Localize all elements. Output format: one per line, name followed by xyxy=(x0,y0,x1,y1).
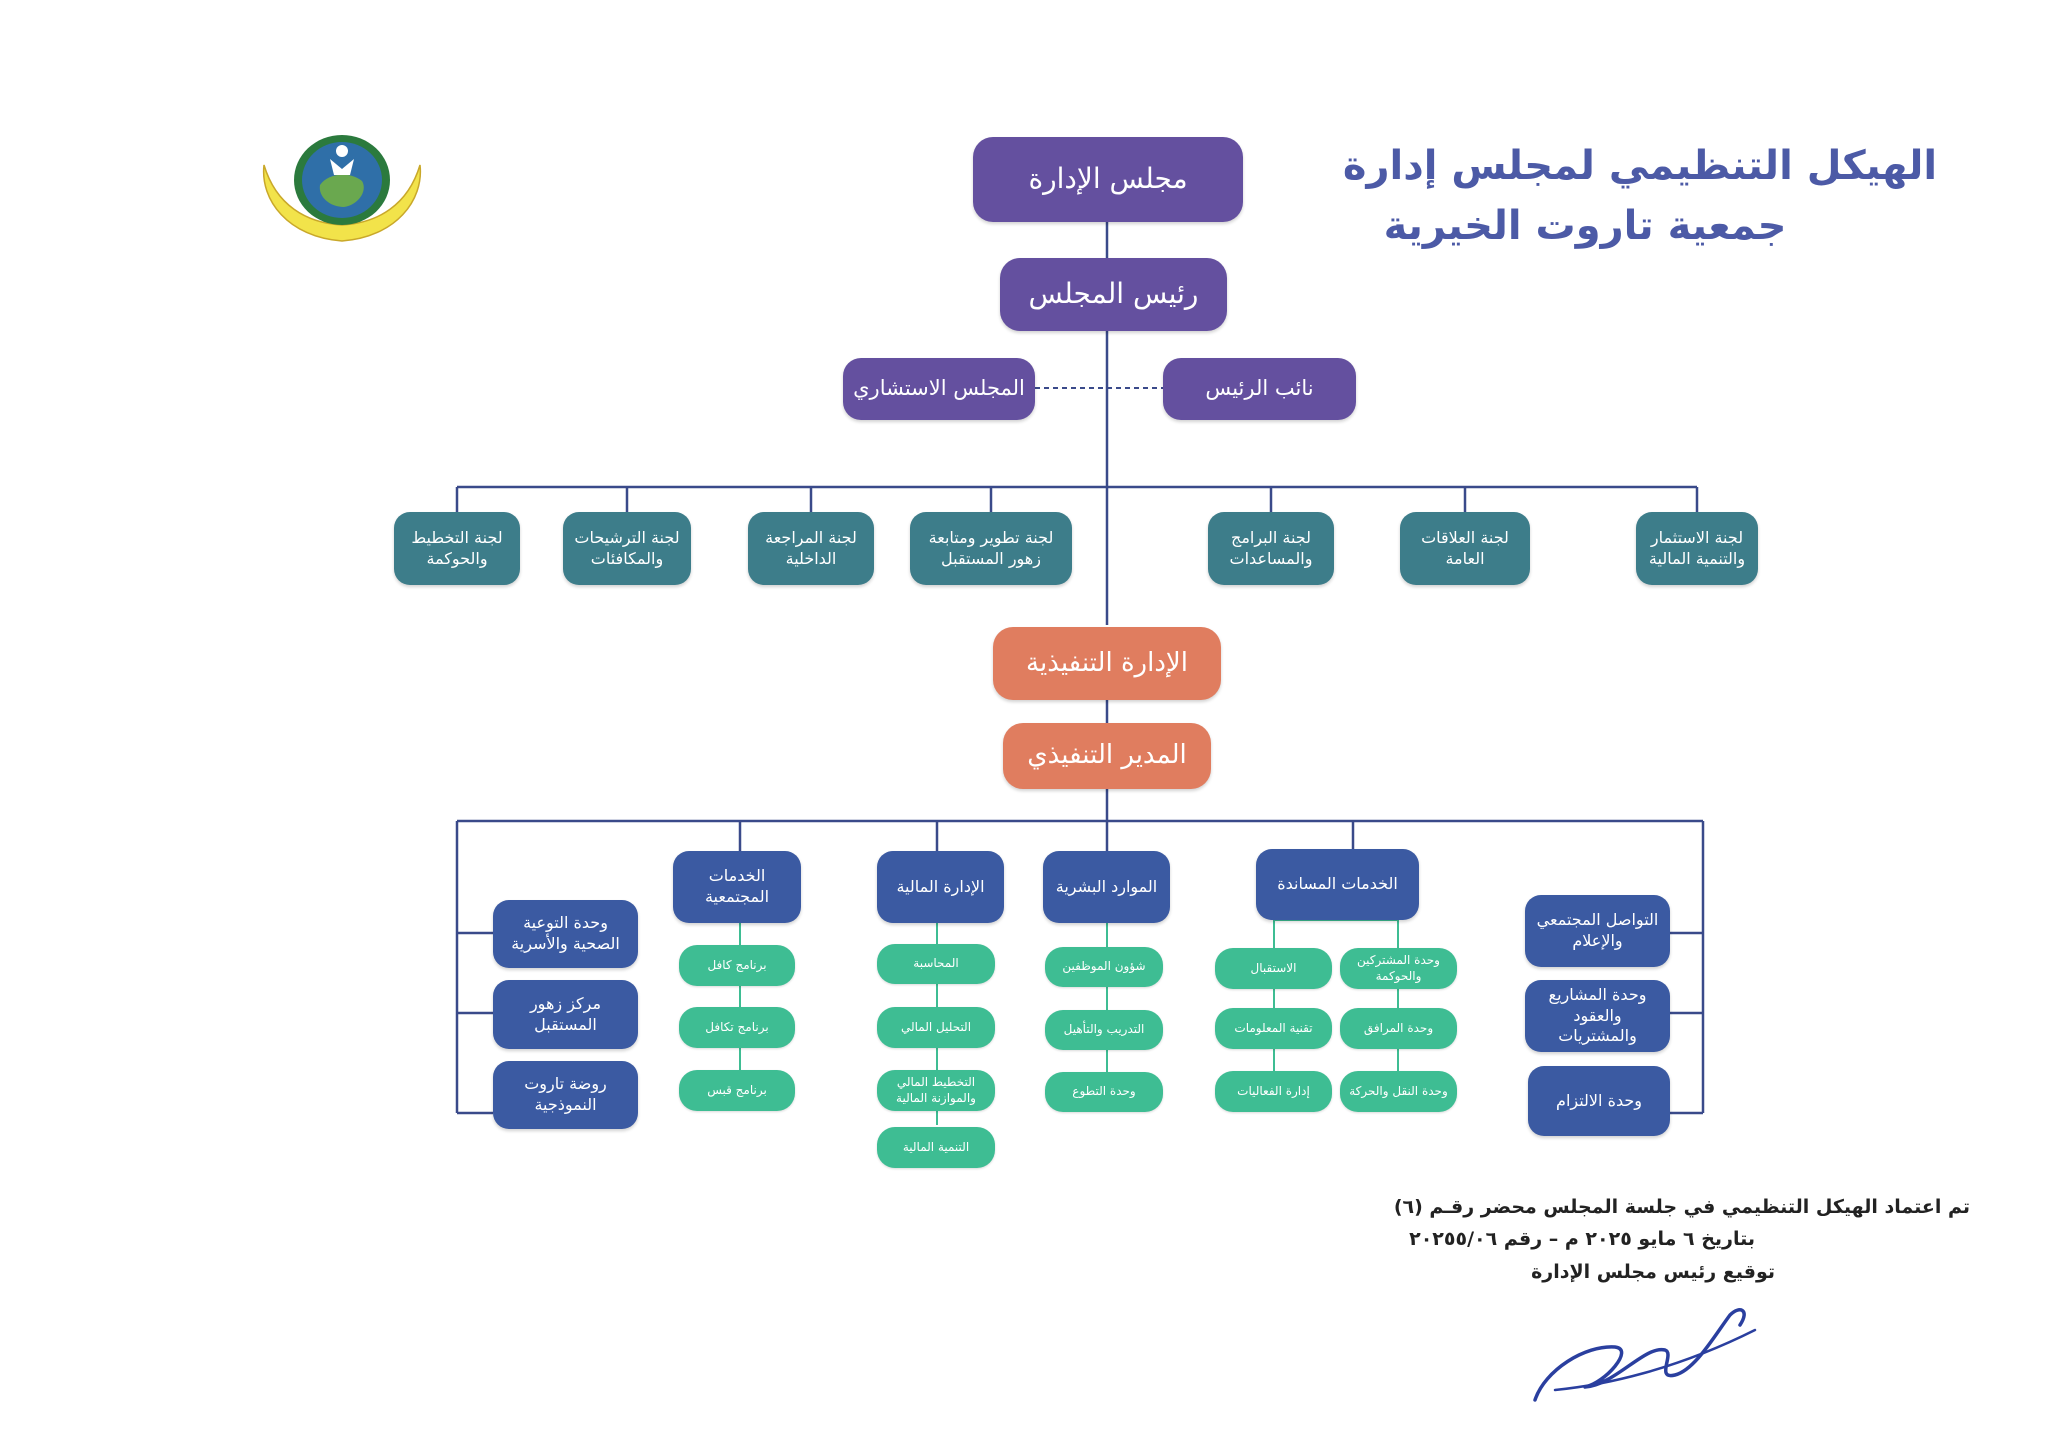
executive-management-box: الإدارة التنفيذية xyxy=(993,627,1221,700)
unit-tarout-kindergarten: روضة تاروت النموذجية xyxy=(493,1061,638,1129)
unit-facilities: وحدة المرافق xyxy=(1340,1008,1457,1049)
committee-programs: لجنة البرامج والمساعدات xyxy=(1208,512,1334,585)
chairman-signature xyxy=(1533,1308,1757,1402)
title-line-2: جمعية تاروت الخيرية xyxy=(1383,203,1787,249)
board-of-directors-box: مجلس الإدارة xyxy=(973,137,1243,222)
committee-label: لجنة المراجعة الداخلية xyxy=(765,527,857,568)
unit-qabas-program: برنامج قبس xyxy=(679,1070,795,1111)
committee-label: لجنة التخطيط والحوكمة xyxy=(411,527,503,568)
unit-label: تقنية المعلومات xyxy=(1234,1020,1313,1035)
unit-training: التدريب والتأهيل xyxy=(1045,1010,1163,1050)
unit-label: وحدة المشاريع والعقود والمشتريات xyxy=(1548,984,1647,1046)
unit-financial-development: التنمية المالية xyxy=(877,1127,995,1168)
advisory-council-label: المجلس الاستشاري xyxy=(853,376,1025,401)
chairman-box: رئيس المجلس xyxy=(1000,258,1227,331)
unit-label: التدريب والتأهيل xyxy=(1063,1022,1145,1037)
committee-public-relations: لجنة العلاقات العامة xyxy=(1400,512,1530,585)
dept-support-services: الخدمات المساندة xyxy=(1256,849,1419,920)
dept-label: الإدارة المالية xyxy=(896,876,985,896)
unit-personnel-affairs: شؤون الموظفين xyxy=(1045,947,1163,987)
unit-transport: وحدة النقل والحركة xyxy=(1340,1071,1457,1112)
committee-zohour-development: لجنة تطوير ومتابعة زهور المستقبل xyxy=(910,512,1072,585)
unit-label: التحليل المالي xyxy=(900,1019,972,1034)
unit-financial-planning: التخطيط المالي والموازنة المالية xyxy=(877,1070,995,1111)
unit-label: مركز زهور المستقبل xyxy=(529,993,602,1034)
board-label: مجلس الإدارة xyxy=(1028,162,1188,196)
title-line-1: الهيكل التنظيمي لمجلس إدارة xyxy=(1342,143,1938,189)
committee-investment: لجنة الاستثمار والتنمية المالية xyxy=(1636,512,1758,585)
committee-label: لجنة الترشيحات والمكافئات xyxy=(574,527,680,568)
unit-accounting: المحاسبة xyxy=(877,944,995,984)
unit-it: تقنية المعلومات xyxy=(1215,1008,1332,1049)
committee-label: لجنة تطوير ومتابعة زهور المستقبل xyxy=(928,527,1054,568)
committee-label: لجنة الاستثمار والتنمية المالية xyxy=(1648,527,1746,568)
vice-chairman-box: نائب الرئيس xyxy=(1163,358,1356,420)
unit-label: التواصل المجتمعي والإعلام xyxy=(1536,910,1659,950)
dept-human-resources: الموارد البشرية xyxy=(1043,851,1170,923)
association-logo xyxy=(262,135,422,242)
committee-label: لجنة العلاقات العامة xyxy=(1421,527,1509,568)
dept-label: الموارد البشرية xyxy=(1055,876,1158,896)
unit-label: برنامج تكافل xyxy=(705,1019,769,1034)
chairman-label: رئيس المجلس xyxy=(1028,277,1199,311)
executive-management-label: الإدارة التنفيذية xyxy=(1026,647,1188,678)
unit-label: وحدة التطوع xyxy=(1072,1084,1136,1099)
committee-internal-audit: لجنة المراجعة الداخلية xyxy=(748,512,874,585)
unit-compliance: وحدة الالتزام xyxy=(1528,1066,1670,1136)
executive-director-box: المدير التنفيذي xyxy=(1003,723,1211,789)
approval-line-1: تم اعتماد الهيكل التنظيمي في جلسة المجلس… xyxy=(1393,1196,1970,1218)
unit-label: وحدة النقل والحركة xyxy=(1349,1083,1448,1098)
approval-line-3: توقيع رئيس مجلس الإدارة xyxy=(1531,1261,1775,1283)
unit-takaful-program: برنامج تكافل xyxy=(679,1007,795,1048)
executive-director-label: المدير التنفيذي xyxy=(1027,740,1187,771)
unit-reception: الاستقبال xyxy=(1215,948,1332,989)
committee-planning-governance: لجنة التخطيط والحوكمة xyxy=(394,512,520,585)
unit-label: وحدة التوعية الصحية والأسرية xyxy=(511,913,620,953)
unit-health-awareness: وحدة التوعية الصحية والأسرية xyxy=(493,900,638,968)
unit-label: الاستقبال xyxy=(1250,960,1297,975)
unit-label: التنمية المالية xyxy=(902,1139,970,1154)
unit-label: التخطيط المالي والموازنة المالية xyxy=(896,1074,976,1105)
committee-nominations: لجنة الترشيحات والمكافئات xyxy=(563,512,691,585)
dept-label: الخدمات المجتمعية xyxy=(704,866,770,906)
unit-label: شؤون الموظفين xyxy=(1062,959,1146,974)
approval-line-2: بتاريخ ٦ مايو ٢٠٢٥ م – رقم ٢٠٢٥٥/٠٦ xyxy=(1409,1228,1755,1250)
unit-projects-contracts: وحدة المشاريع والعقود والمشتريات xyxy=(1525,980,1670,1052)
unit-kafil-program: برنامج كافل xyxy=(679,945,795,986)
unit-label: وحدة المشتركين والحوكمة xyxy=(1357,952,1440,983)
unit-subscribers-governance: وحدة المشتركين والحوكمة xyxy=(1340,948,1457,989)
unit-volunteering: وحدة التطوع xyxy=(1045,1072,1163,1112)
unit-label: وحدة المرافق xyxy=(1363,1020,1434,1035)
dept-finance: الإدارة المالية xyxy=(877,851,1004,923)
unit-label: برنامج كافل xyxy=(707,957,767,972)
unit-community-media: التواصل المجتمعي والإعلام xyxy=(1525,895,1670,967)
committee-label: لجنة البرامج والمساعدات xyxy=(1229,527,1313,568)
unit-financial-analysis: التحليل المالي xyxy=(877,1007,995,1048)
dept-label: الخدمات المساندة xyxy=(1277,874,1398,894)
unit-label: المحاسبة xyxy=(913,956,959,971)
unit-label: وحدة الالتزام xyxy=(1556,1090,1642,1110)
unit-label: برنامج قبس xyxy=(707,1082,767,1097)
unit-label: روضة تاروت النموذجية xyxy=(524,1074,607,1114)
advisory-council-box: المجلس الاستشاري xyxy=(843,358,1035,420)
vice-chairman-label: نائب الرئيس xyxy=(1205,376,1314,401)
unit-zohour-center: مركز زهور المستقبل xyxy=(493,980,638,1049)
unit-label: إدارة الفعاليات xyxy=(1237,1083,1310,1098)
dept-community-services: الخدمات المجتمعية xyxy=(673,851,801,923)
unit-events: إدارة الفعاليات xyxy=(1215,1071,1332,1112)
